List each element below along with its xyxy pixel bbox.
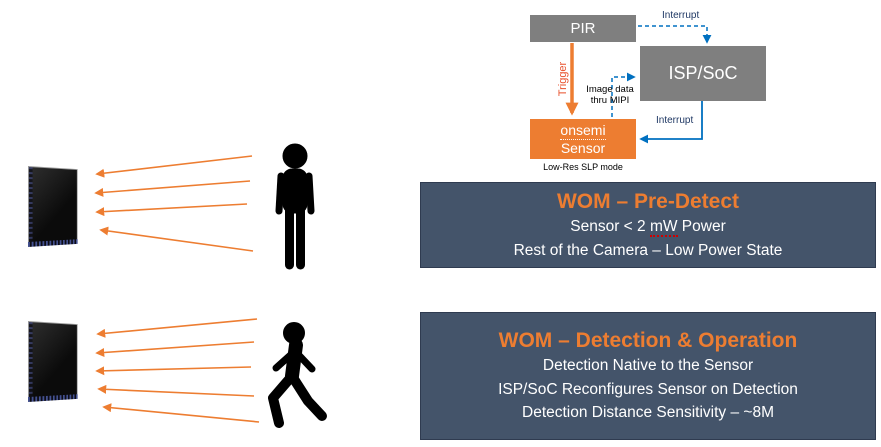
wom-detection-panel: WOM – Detection & Operation Detection Na… — [420, 312, 876, 440]
pir-label: PIR — [570, 20, 596, 37]
motion-arrows-bottom — [95, 318, 260, 423]
interrupt-top-label: Interrupt — [662, 10, 700, 21]
onsemi-sensor-box: onsemi Sensor — [530, 119, 636, 159]
interrupt-bottom-label: Interrupt — [656, 115, 694, 126]
motion-arrow — [94, 180, 251, 197]
panel-line: ISP/SoC Reconfigures Sensor on Detection — [498, 380, 798, 398]
mipi-label-line1: Image data — [586, 84, 634, 95]
motion-arrow — [99, 226, 254, 252]
panel-line: Detection Native to the Sensor — [542, 357, 754, 375]
image-sensor-chip-bottom — [28, 321, 78, 401]
panel-line-text: Power — [677, 218, 726, 236]
motion-arrow — [95, 203, 248, 217]
panel-line: Sensor < 2 mW Power — [570, 217, 726, 238]
image-data-mipi-label: Image data thru MIPI — [578, 84, 642, 106]
interrupt-arrow-top — [638, 25, 712, 44]
mipi-label-line2: thru MIPI — [590, 95, 630, 106]
image-sensor-chip-top — [28, 166, 78, 246]
motion-arrow — [95, 366, 252, 376]
trigger-label: Trigger — [557, 61, 569, 97]
motion-arrows-top — [94, 155, 254, 252]
motion-arrow — [96, 318, 258, 338]
sensor-label-line1: onsemi — [560, 122, 606, 140]
panel-title: WOM – Detection & Operation — [498, 329, 798, 353]
panel-title: WOM – Pre-Detect — [556, 189, 740, 213]
walking-person-icon — [268, 322, 327, 428]
motion-arrow — [95, 155, 253, 178]
panel-line: Detection Distance Sensitivity – ~8M — [522, 404, 774, 422]
panel-line: Rest of the Camera – Low Power State — [513, 241, 783, 259]
wom-pre-detect-panel: WOM – Pre-Detect Sensor < 2 mW Power Res… — [420, 182, 876, 268]
sensor-label-line2: Sensor — [560, 139, 606, 156]
motion-arrow — [102, 403, 260, 423]
motion-arrow — [95, 341, 255, 357]
panel-line-unit: mW — [649, 218, 678, 238]
standing-person-icon — [275, 143, 315, 270]
pir-box: PIR — [530, 15, 636, 42]
isp-soc-label: ISP/SoC — [668, 63, 738, 83]
isp-soc-box: ISP/SoC — [640, 46, 766, 101]
panel-line-text: Sensor < 2 — [570, 218, 650, 236]
slp-mode-label: Low-Res SLP mode — [543, 162, 623, 172]
motion-arrow — [97, 384, 255, 397]
